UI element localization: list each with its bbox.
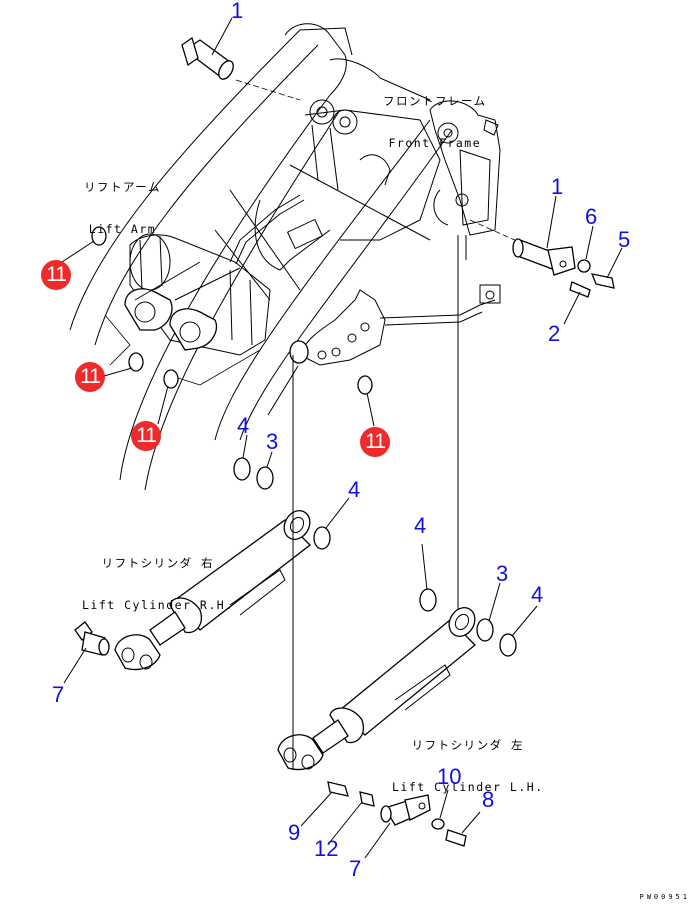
label-lift-cylinder-lh: リフトシリンダ 左 Lift Cylinder L.H. bbox=[392, 710, 544, 808]
label-lift-cylinder-rh: リフトシリンダ 右 Lift Cylinder R.H. bbox=[82, 528, 234, 626]
label-lift-cylinder-lh-jp: リフトシリンダ 左 bbox=[411, 738, 525, 752]
pin-1-top-drawing bbox=[181, 36, 234, 80]
callout-4-d[interactable]: 4 bbox=[531, 582, 544, 607]
callout-7-rh[interactable]: 7 bbox=[52, 682, 65, 707]
pin-7-rh-drawing bbox=[74, 621, 110, 656]
callout-11-d[interactable]: 11 bbox=[360, 427, 390, 457]
label-lift-cylinder-lh-en: Lift Cylinder L.H. bbox=[392, 780, 544, 794]
label-front-frame-en: Front Frame bbox=[388, 136, 482, 150]
label-front-frame-jp: フロントフレーム bbox=[383, 94, 487, 108]
callout-12[interactable]: 12 bbox=[314, 836, 339, 861]
callout-3-b[interactable]: 3 bbox=[496, 561, 509, 586]
callout-11-c[interactable]: 11 bbox=[131, 421, 161, 451]
rings-drawing bbox=[91, 226, 517, 657]
cross-tube-drawing bbox=[104, 194, 305, 386]
callout-6[interactable]: 6 bbox=[585, 204, 598, 229]
callout-9[interactable]: 9 bbox=[288, 820, 301, 845]
pin-1-right-drawing bbox=[512, 238, 615, 298]
lift-cylinder-lh-drawing bbox=[277, 607, 476, 771]
label-lift-arm-en: Lift Arm bbox=[88, 222, 157, 236]
label-lift-arm-jp: リフトアーム bbox=[84, 180, 161, 194]
label-front-frame: フロントフレーム Front Frame bbox=[383, 66, 487, 164]
callout-11-a[interactable]: 11 bbox=[41, 260, 71, 290]
label-lift-cylinder-rh-en: Lift Cylinder R.H. bbox=[82, 598, 234, 612]
callout-3-a[interactable]: 3 bbox=[266, 429, 279, 454]
callout-10[interactable]: 10 bbox=[437, 764, 462, 789]
callout-4-a[interactable]: 4 bbox=[237, 413, 250, 438]
lift-arm-drawing bbox=[69, 23, 353, 491]
callout-11-b[interactable]: 11 bbox=[75, 362, 105, 392]
label-lift-cylinder-rh-jp: リフトシリンダ 右 bbox=[101, 556, 215, 570]
callout-4-c[interactable]: 4 bbox=[414, 513, 427, 538]
bottom-parts-drawing bbox=[327, 781, 467, 847]
leader-lines bbox=[61, 17, 623, 859]
label-lift-arm: リフトアーム Lift Arm bbox=[84, 152, 161, 250]
lift-cylinder-rh-drawing bbox=[114, 510, 311, 671]
callout-2[interactable]: 2 bbox=[548, 321, 561, 346]
drawing-code: PW00951 bbox=[639, 893, 690, 901]
callout-7-lh[interactable]: 7 bbox=[349, 856, 362, 881]
callout-8[interactable]: 8 bbox=[482, 787, 495, 812]
callout-1-top[interactable]: 1 bbox=[231, 0, 244, 23]
callout-4-b[interactable]: 4 bbox=[348, 477, 361, 502]
callout-5[interactable]: 5 bbox=[618, 227, 631, 252]
callout-1-right[interactable]: 1 bbox=[551, 174, 564, 199]
